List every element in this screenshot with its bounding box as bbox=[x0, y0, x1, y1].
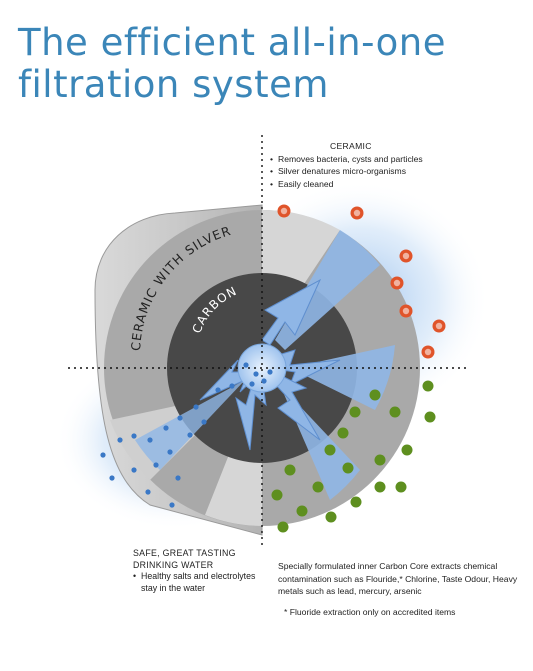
flow-channel-right bbox=[290, 345, 395, 410]
page-title: The efficient all-in-one filtration syst… bbox=[18, 22, 446, 106]
ceramic-callout: CERAMIC Removes bacteria, cysts and part… bbox=[270, 140, 490, 190]
title-line-2: filtration system bbox=[18, 63, 329, 106]
water-callout: SAFE, GREAT TASTING DRINKING WATER Healt… bbox=[133, 548, 263, 594]
flow-arrow-icon bbox=[199, 278, 341, 451]
title-line-1: The efficient all-in-one bbox=[18, 21, 446, 64]
list-item: Healthy salts and electrolytes stay in t… bbox=[133, 571, 263, 594]
ceramic-callout-title: CERAMIC bbox=[330, 141, 372, 151]
fluoride-footnote: * Fluoride extraction only on accredited… bbox=[284, 606, 456, 617]
water-droplet-icon bbox=[100, 362, 273, 508]
list-item: Easily cleaned bbox=[270, 178, 490, 191]
chemical-particle-icon bbox=[271, 380, 436, 533]
water-callout-title-1: SAFE, GREAT TASTING bbox=[133, 548, 236, 558]
flow-channel-left bbox=[135, 380, 245, 470]
ring-light-segment-bottom bbox=[205, 452, 262, 526]
ring-light-segment-top bbox=[262, 209, 340, 290]
ceramic-benefit-list: Removes bacteria, cysts and particles Si… bbox=[270, 153, 490, 191]
water-benefit-list: Healthy salts and electrolytes stay in t… bbox=[133, 571, 263, 594]
carbon-callout-text: Specially formulated inner Carbon Core e… bbox=[278, 561, 518, 596]
water-callout-title-2: DRINKING WATER bbox=[133, 559, 214, 570]
carbon-callout: Specially formulated inner Carbon Core e… bbox=[278, 560, 518, 618]
list-item: Removes bacteria, cysts and particles bbox=[270, 153, 490, 166]
list-item: Silver denatures micro-organisms bbox=[270, 165, 490, 178]
